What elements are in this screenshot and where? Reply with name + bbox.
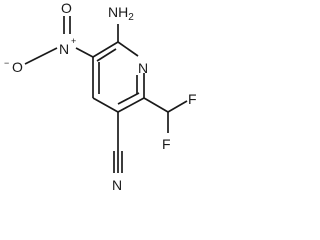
bond-c2-n1	[117, 41, 139, 57]
bond-c3-nitro	[75, 47, 94, 58]
bond-c5-c6-inner	[117, 92, 140, 105]
molecule-structure: NH2 N N + O O − F F N	[4, 0, 197, 193]
ring-nitrogen-label: N	[138, 60, 148, 76]
bond-cf-f-top	[167, 100, 188, 113]
nitro-oxygen-left-charge: −	[4, 58, 9, 68]
bond-nitro-o-left	[24, 47, 58, 65]
nitro-nitrogen-charge: +	[71, 36, 76, 46]
bond-c2-c3-inner	[96, 48, 117, 62]
fluorine-bottom-label: F	[162, 136, 171, 152]
nitro-oxygen-left-label: O	[12, 59, 23, 75]
bond-c4-c5	[92, 97, 119, 113]
nitrile-nitrogen-label: N	[112, 177, 122, 193]
fluorine-top-label: F	[188, 91, 197, 107]
amino-label: NH2	[108, 4, 134, 23]
bond-c5-c6	[117, 97, 145, 113]
nitro-oxygen-top-label: O	[61, 0, 72, 16]
bond-c6-cf	[143, 97, 169, 113]
bond-c2-c3	[92, 41, 119, 58]
nitro-nitrogen-label: N	[59, 41, 69, 57]
